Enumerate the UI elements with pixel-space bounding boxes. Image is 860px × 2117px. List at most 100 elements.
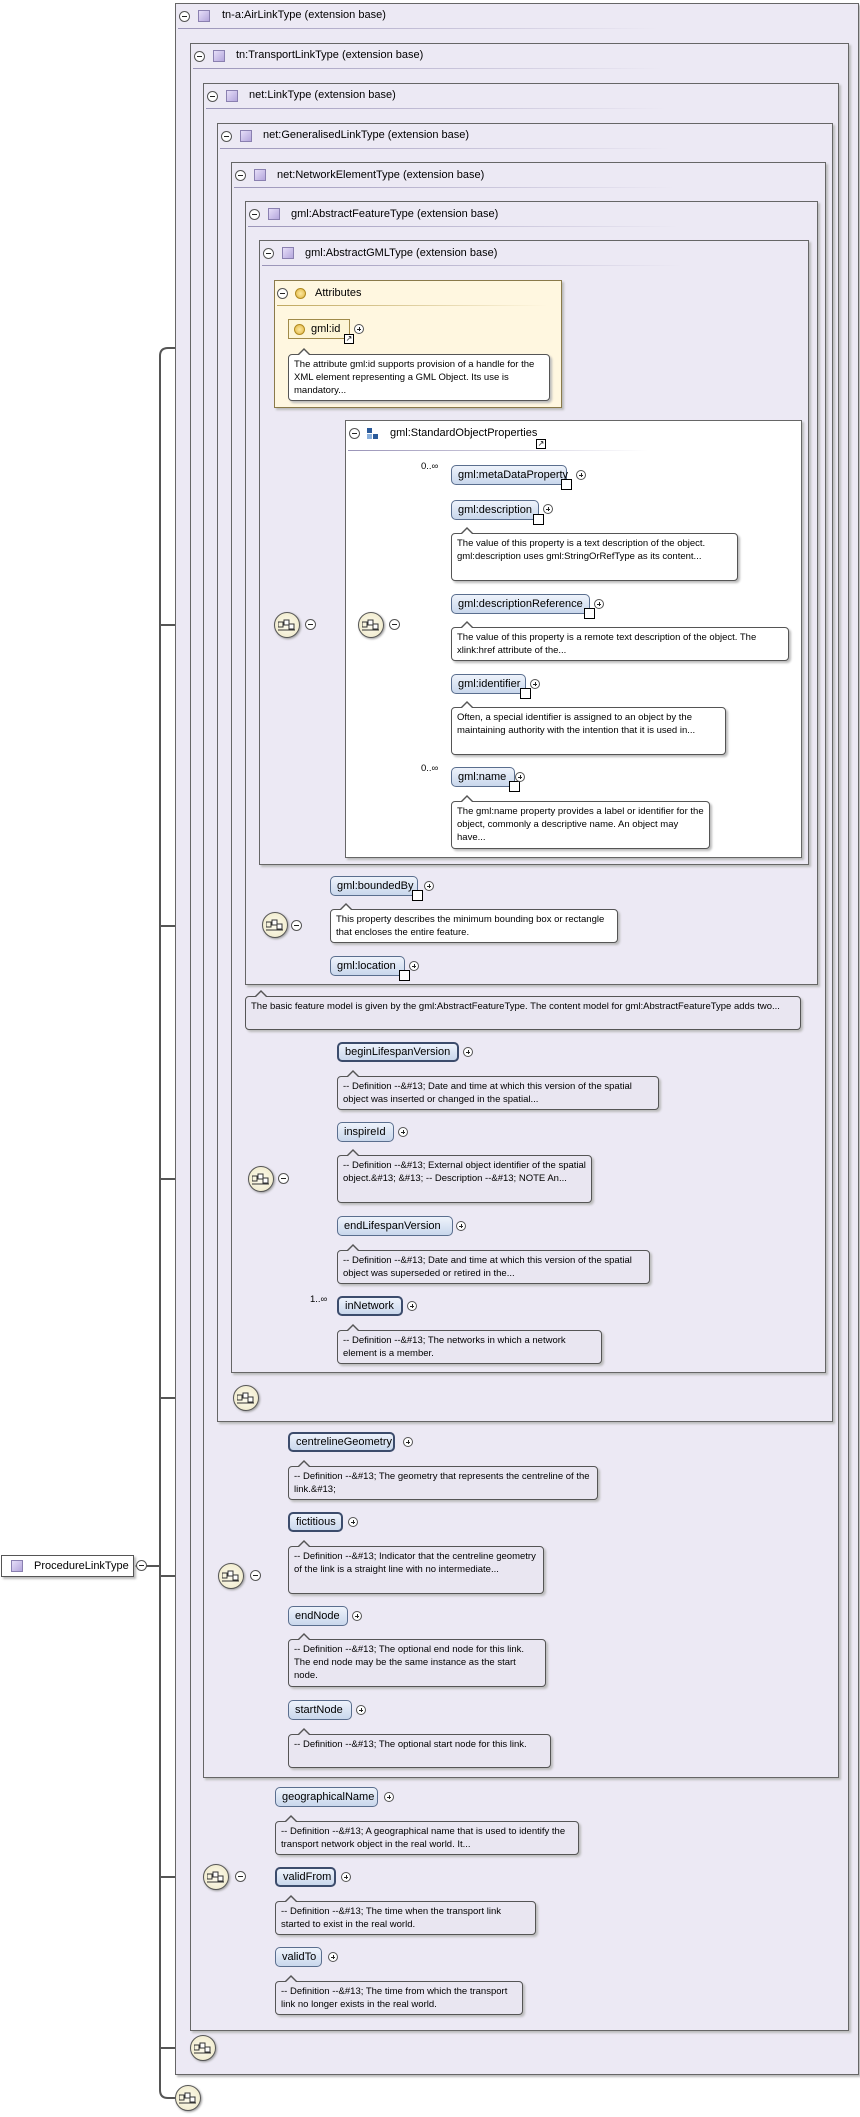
complex-type-icon [226, 90, 238, 102]
sequence-icon [218, 1563, 244, 1589]
complex-type-icon [198, 10, 210, 22]
expand-toggle[interactable] [398, 1127, 408, 1137]
header-divider [277, 305, 547, 306]
expand-toggle[interactable] [543, 504, 553, 514]
doc-in-network: -- Definition --&#13; The networks in wh… [337, 1324, 602, 1364]
element-end-node[interactable]: endNode [288, 1606, 348, 1626]
root-label: ProcedureLinkType [34, 1560, 129, 1572]
collapse-toggle[interactable] [349, 428, 360, 439]
sequence-icon [190, 2035, 216, 2061]
sequence-icon [262, 912, 288, 938]
expand-toggle[interactable] [530, 679, 540, 689]
doc-description-reference: The value of this property is a remote t… [451, 621, 789, 661]
header-divider [220, 148, 670, 149]
expand-toggle[interactable] [424, 881, 434, 891]
collapse-toggle[interactable] [194, 51, 205, 62]
attribute-gml-id[interactable]: gml:id [288, 319, 350, 339]
expand-toggle[interactable] [384, 1792, 394, 1802]
doc-valid-to: -- Definition --&#13; The time from whic… [275, 1975, 523, 2015]
element-begin-lifespan-version[interactable]: beginLifespanVersion [337, 1042, 459, 1062]
element-end-lifespan-version[interactable]: endLifespanVersion [337, 1216, 453, 1236]
element-bounded-by[interactable]: gml:boundedBy [330, 876, 423, 901]
expand-toggle[interactable] [463, 1047, 473, 1057]
element-inspire-id[interactable]: inspireId [337, 1122, 394, 1142]
expand-toggle[interactable] [594, 599, 604, 609]
collapse-toggle[interactable] [277, 288, 288, 299]
doc-name: The gml:name property provides a label o… [451, 795, 710, 849]
attribute-group-icon [295, 288, 306, 299]
expand-toggle[interactable] [341, 1872, 351, 1882]
header-divider [348, 450, 648, 451]
expand-toggle[interactable] [407, 1301, 417, 1311]
sequence-icon [274, 612, 300, 638]
element-centreline-geometry[interactable]: centrelineGeometry [288, 1432, 395, 1452]
sequence-icon [233, 1385, 259, 1411]
sequence-icon [358, 612, 384, 638]
element-identifier[interactable]: gml:identifier [451, 674, 531, 699]
doc-end-lifespan-version: -- Definition --&#13; Date and time at w… [337, 1244, 650, 1284]
element-in-network[interactable]: inNetwork [337, 1296, 403, 1316]
expand-toggle[interactable] [348, 1517, 358, 1527]
container-label: net:LinkType (extension base) [249, 89, 396, 101]
doc-description: The value of this property is a text des… [451, 527, 738, 581]
complex-type-icon [240, 130, 252, 142]
reference-arrow-icon[interactable]: ↗ [536, 439, 546, 449]
doc-centreline-geometry: -- Definition --&#13; The geometry that … [288, 1460, 598, 1500]
header-divider [206, 108, 666, 109]
element-name[interactable]: gml:name [451, 767, 520, 792]
element-valid-from[interactable]: validFrom [275, 1867, 336, 1887]
element-meta-data-property[interactable]: gml:metaDataProperty [451, 465, 572, 490]
expand-toggle[interactable] [576, 470, 586, 480]
complex-type-icon [268, 208, 280, 220]
collapse-toggle[interactable] [249, 209, 260, 220]
collapse-toggle[interactable] [207, 91, 218, 102]
container-label: gml:AbstractGMLType (extension base) [305, 247, 498, 259]
root-procedure-link-type[interactable]: ProcedureLinkType [1, 1555, 134, 1577]
expand-toggle[interactable] [328, 1952, 338, 1962]
collapse-toggle[interactable] [235, 1871, 246, 1882]
complex-type-icon [213, 50, 225, 62]
collapse-toggle[interactable] [179, 11, 190, 22]
doc-gml-id: The attribute gml:id supports provision … [288, 348, 550, 401]
expand-toggle[interactable] [456, 1221, 466, 1231]
expand-toggle[interactable] [409, 961, 419, 971]
complex-type-icon [11, 1560, 23, 1572]
group-label: gml:StandardObjectProperties [390, 427, 538, 439]
collapse-toggle[interactable] [235, 170, 246, 181]
expand-toggle[interactable] [356, 1705, 366, 1715]
container-label: tn-a:AirLinkType (extension base) [222, 9, 386, 21]
collapse-toggle[interactable] [291, 920, 302, 931]
element-start-node[interactable]: startNode [288, 1700, 352, 1720]
collapse-toggle[interactable] [389, 619, 400, 630]
container-label: net:GeneralisedLinkType (extension base) [263, 129, 470, 141]
expand-toggle[interactable] [403, 1437, 413, 1447]
element-geographical-name[interactable]: geographicalName [275, 1787, 378, 1807]
complex-type-icon [282, 247, 294, 259]
doc-inspire-id: -- Definition --&#13; External object id… [337, 1149, 592, 1203]
doc-geographical-name: -- Definition --&#13; A geographical nam… [275, 1815, 579, 1855]
container-label: gml:AbstractFeatureType (extension base) [291, 208, 499, 220]
collapse-toggle[interactable] [263, 248, 274, 259]
collapse-toggle[interactable] [305, 619, 316, 630]
element-fictitious[interactable]: fictitious [288, 1512, 343, 1532]
expand-toggle[interactable] [515, 772, 525, 782]
element-valid-to[interactable]: validTo [275, 1947, 322, 1967]
element-description-reference[interactable]: gml:descriptionReference [451, 594, 595, 619]
collapse-toggle[interactable] [221, 131, 232, 142]
collapse-toggle[interactable] [250, 1570, 261, 1581]
collapse-toggle[interactable] [278, 1173, 289, 1184]
header-divider [193, 68, 663, 69]
expand-toggle[interactable] [352, 1611, 362, 1621]
attribute-label: gml:id [311, 323, 341, 335]
expand-toggle[interactable] [354, 324, 364, 334]
reference-arrow-icon[interactable]: ↗ [344, 334, 354, 344]
complex-type-icon [254, 169, 266, 181]
doc-bounded-by: This property describes the minimum boun… [330, 903, 618, 943]
element-location[interactable]: gml:location [330, 956, 410, 981]
collapse-toggle[interactable] [136, 1560, 147, 1571]
header-divider [234, 187, 674, 188]
header-divider [262, 265, 682, 266]
container-label: net:NetworkElementType (extension base) [277, 169, 485, 181]
element-description[interactable]: gml:description [451, 500, 544, 525]
attribute-icon [294, 324, 305, 335]
